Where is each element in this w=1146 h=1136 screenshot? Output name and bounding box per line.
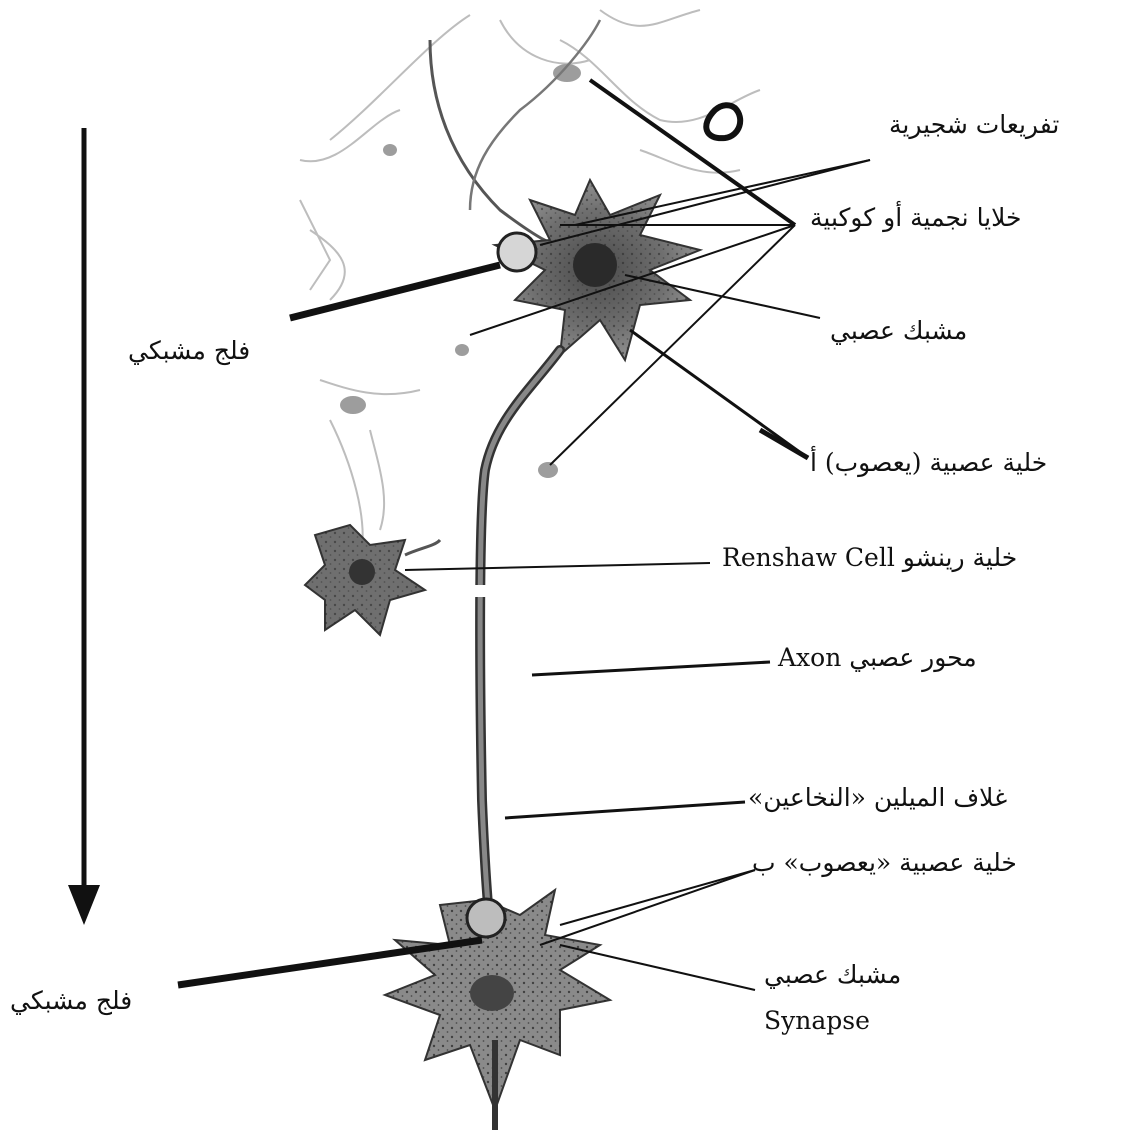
renshaw-cell (303, 523, 442, 637)
glial-cell-crescent (703, 102, 744, 142)
label-astrocytes: خلايا نجمية أو كوكبية (810, 203, 1022, 232)
label-dendrites: تفريعات شجيرية (889, 110, 1060, 139)
label-synapse-top: مشبك عصبي (830, 316, 968, 345)
background-glial-nuclei (340, 64, 581, 478)
background-glial-cells (299, 9, 761, 561)
synaptic-knob-bottom (465, 897, 507, 939)
label-synaptic-cleft-top: فلج مشبكي (128, 336, 251, 365)
curved-dendrite-fiber-2 (468, 19, 602, 211)
label-synapse-bottom-en: Synapse (764, 1006, 870, 1035)
label-neuron-a: خلية عصبية (يعصوب) أ (810, 448, 1048, 477)
label-neuron-b: خلية عصبية «يعصوب» ب (752, 848, 1017, 877)
leader-lines (177, 78, 871, 991)
label-synaptic-cleft-bottom: فلج مشبكي (10, 986, 133, 1015)
synaptic-knob-top (496, 231, 538, 273)
label-synapse-bottom-ar: مشبك عصبي (764, 960, 902, 989)
neuron-a-soma (491, 177, 704, 363)
axon-fiber (475, 345, 565, 910)
label-renshaw: خلية رينشو Renshaw Cell (722, 543, 1018, 572)
axon-core (477, 347, 563, 908)
label-axon: محور عصبي Axon (778, 643, 977, 672)
axon-node-gap (473, 585, 491, 597)
down-arrow-icon (68, 128, 100, 925)
label-myelin: غلاف الميلين «النخاعين» (748, 783, 1008, 812)
